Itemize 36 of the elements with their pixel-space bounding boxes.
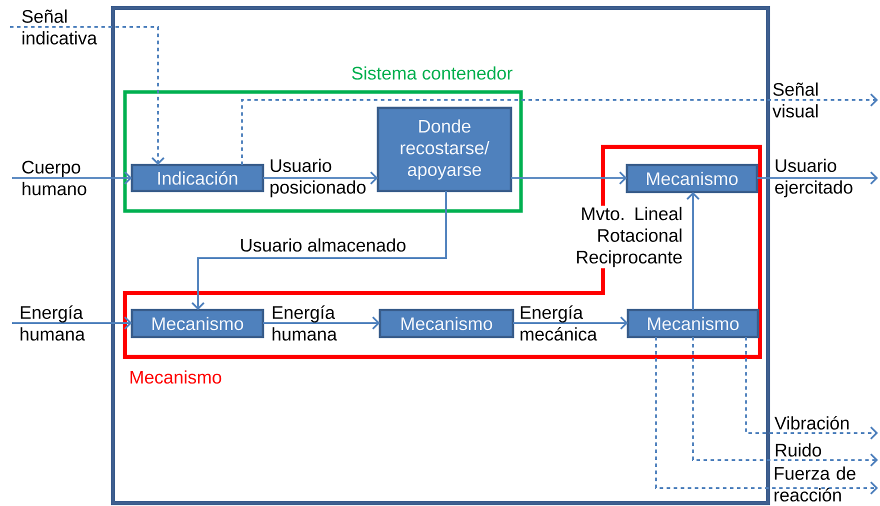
edge-label: Cuerpo humano (22, 160, 86, 196)
edge-label: Usuario ejercitado (775, 158, 852, 198)
process-box: Donde recostarse/ apoyarse (376, 106, 512, 192)
node-label: Sistema contenedor (352, 66, 512, 80)
arrow (692, 337, 878, 467)
edge-label: Energía humana (272, 305, 338, 341)
arrow (745, 337, 878, 440)
process-box: Mecanismo (378, 308, 514, 338)
process-box: Indicación (130, 164, 264, 192)
arrow (12, 171, 132, 185)
arrow (512, 316, 628, 330)
edge-label: Señal indicativa (22, 10, 98, 44)
process-box: Mecanismo (130, 308, 264, 338)
arrow (686, 192, 700, 310)
arrow (262, 316, 380, 330)
edge-label: Vibración (774, 416, 849, 430)
edge-label: Señal visual (772, 82, 818, 118)
arrow (655, 337, 878, 495)
edge-label: Usuario posicionado (270, 158, 366, 198)
node-label: Mecanismo (130, 370, 222, 384)
arrow (241, 93, 878, 165)
arrow (12, 316, 132, 330)
edge-label: Ruido (776, 443, 822, 457)
edge-label: Fuerza de reacción (774, 466, 856, 502)
edge-label: Mvto. Lineal Rotacional Reciprocante (563, 206, 684, 268)
arrow (262, 171, 378, 185)
process-box: Mecanismo (626, 164, 758, 194)
edge-label: Energía mecánica (520, 305, 598, 341)
arrow (511, 171, 627, 185)
edge-label: Usuario almacenado (241, 238, 406, 252)
frame-box (110, 6, 770, 506)
arrow (756, 171, 878, 185)
edge-label: Energía humana (20, 305, 85, 341)
process-box: Mecanismo (626, 308, 760, 338)
arrow (191, 191, 447, 310)
arrow (10, 26, 165, 165)
